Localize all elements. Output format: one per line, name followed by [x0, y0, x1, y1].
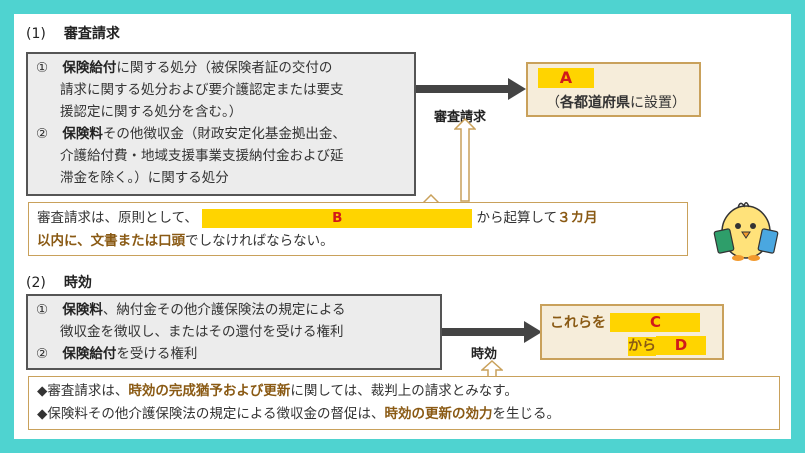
section1-title: 審査請求 [63, 26, 120, 42]
prescription-arrow [442, 321, 542, 343]
blank-d: D [656, 336, 706, 355]
prefecture-label: 各都道府県 [560, 95, 630, 111]
section1-heading: (1) 審査請求 [26, 23, 120, 43]
item-text: を受ける権利 [116, 346, 198, 362]
note-bold: ３カ月 [557, 210, 598, 226]
item-text: に関する処分（被保険者証の交付の [116, 60, 333, 76]
appeal-body-box: A （各都道府県に設置） [526, 62, 701, 117]
note-text: に関しては、裁判上の請求とみなす。 [290, 383, 518, 399]
item-text: その他徴収金（財政安定化基金拠出金、 [102, 126, 346, 142]
item-text: 徴収金を徴収し、またはその還付を受ける権利 [60, 324, 344, 340]
note-text: を生じる。 [492, 406, 560, 422]
appeal-item-1: ① 保険給付に関する処分（被保険者証の交付の [36, 57, 406, 79]
prescription-item-1: ① 保険料、納付金その他介護保険法の規定による [36, 299, 432, 321]
note-text: 審査請求は、原則として、 [37, 210, 198, 226]
appeal-item-2: ② 保険料その他徴収金（財政安定化基金拠出金、 [36, 123, 406, 145]
section1-number: (1) [26, 26, 46, 42]
prescription-item-2: ② 保険給付を受ける権利 [36, 343, 432, 365]
appeal-subjects-box: ① 保険給付に関する処分（被保険者証の交付の 請求に関する処分および要介護認定ま… [26, 52, 416, 196]
blank-c: C [610, 313, 701, 332]
appeal-arrow [416, 78, 526, 100]
item-bold: 保険料 [62, 126, 103, 142]
blank-a: A [538, 68, 594, 88]
chick-reading-icon [713, 202, 779, 261]
result-rest: に設置） [630, 95, 686, 111]
section2-heading: (2) 時効 [26, 272, 92, 292]
result-prefix: これらを [550, 315, 606, 331]
prescription-note: ◆審査請求は、時効の完成猶予および更新に関しては、裁判上の請求とみなす。 ◆保険… [28, 376, 780, 430]
note-text: から起算して [476, 210, 558, 226]
item-text: 請求に関する処分および要介護認定または要支 [60, 82, 344, 98]
kara-label: から [628, 337, 656, 356]
item-text: 介護給付費・地域支援事業支援納付金および延 [60, 148, 344, 164]
prescription-subjects-box: ① 保険料、納付金その他介護保険法の規定による 徴収金を徴収し、またはその還付を… [26, 294, 442, 370]
appeal-deadline-note: 審査請求は、原則として、 B から起算して３カ月 以内に、文書または口頭でしなけ… [28, 202, 688, 256]
item-bold: 保険給付 [62, 60, 117, 76]
appeal-arrow-label: 審査請求 [434, 110, 487, 125]
note-text: ◆保険料その他介護保険法の規定による徴収金の督促は、 [37, 406, 385, 422]
section2-title: 時効 [63, 275, 92, 291]
section2-number: (2) [26, 275, 46, 291]
note-text: ◆審査請求は、 [37, 383, 129, 399]
item-text: 滞金を除く。）に関する処分 [60, 170, 229, 186]
item-text: 援認定に関する処分を含む。） [60, 104, 243, 120]
note-bold: 以内に、文書または口頭 [37, 233, 186, 249]
note-bold: 時効の更新の効力 [384, 406, 493, 422]
paren: （ [546, 95, 560, 111]
item-bold: 保険給付 [62, 346, 117, 362]
slide-card: (1)審査請求 ① 保険給付に関する処分（被保険者証の交付の 請求に関する処分お… [14, 14, 791, 439]
up-arrow-right [454, 118, 476, 202]
item-bold: 保険料 [62, 302, 103, 318]
note-bold: 時効の完成猶予および更新 [128, 383, 291, 399]
item-mark: ① [36, 302, 49, 318]
blank-b: B [202, 209, 473, 228]
item-text: 、納付金その他介護保険法の規定による [102, 302, 346, 318]
item-mark: ① [36, 60, 49, 76]
item-mark: ② [36, 126, 49, 142]
prescription-arrow-label: 時効 [471, 347, 498, 362]
item-mark: ② [36, 346, 49, 362]
note-text: でしなければならない。 [185, 233, 334, 249]
